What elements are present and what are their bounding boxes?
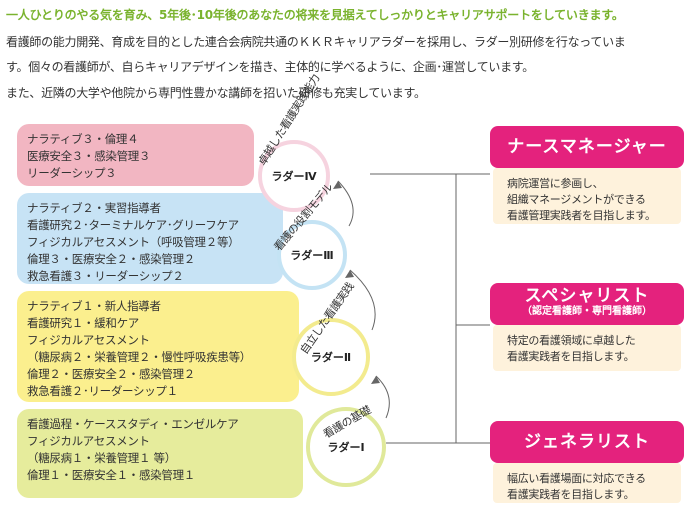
ladder3-item: 救急看護３・リーダーシップ２: [27, 269, 184, 283]
arrow-ladder2-to-3: [349, 269, 376, 331]
role-desc-line: 幅広い看護場面に対応できる: [507, 472, 646, 485]
ladder3-box: ナラティブ２・実習指導者 看護研究２･ターミナルケア･グリーフケア フィジカルア…: [17, 193, 283, 284]
role-specialist-desc: 特定の看護領域に卓越した 看護実践者を目指します。: [493, 325, 681, 371]
role-desc-line: 看護管理実践者を目指します。: [507, 209, 656, 222]
ladder2-item: （糖尿病２・栄養管理２・慢性呼吸疾患等）: [27, 350, 251, 364]
ladder1-item: （糖尿病１・栄養管理１ 等）: [27, 451, 176, 465]
ladder4-item: ナラティブ３・倫理４: [27, 132, 139, 146]
ladder3-item: ナラティブ２・実習指導者: [27, 201, 161, 215]
ladder2-item: ナラティブ１・新人指導者: [27, 299, 161, 313]
ladder2-item: 看護研究１・緩和ケア: [27, 316, 139, 330]
role-desc-line: 病院運営に参画し、: [507, 177, 604, 190]
role-manager-header: ナースマネージャー: [490, 126, 684, 168]
role-manager-desc: 病院運営に参画し、 組織マネージメントができる 看護管理実践者を目指します。: [493, 168, 681, 224]
arrowhead-2: [345, 270, 354, 278]
role-desc-line: 特定の看護領域に卓越した: [507, 334, 636, 347]
role-generalist-desc: 幅広い看護場面に対応できる 看護実践者を目指します。: [493, 463, 681, 503]
arrow-ladder3-to-4: [337, 180, 354, 227]
arrow-ladder1-to-2: [375, 375, 390, 419]
ladder1-box: 看護過程・ケーススタディ・エンゼルケア フィジカルアセスメント （糖尿病１・栄養…: [17, 409, 303, 498]
ladder3-badge: ラダーⅢ: [277, 220, 347, 290]
ladder1-badge: ラダーⅠ: [306, 407, 386, 487]
ladder4-badge: ラダーⅣ: [258, 140, 330, 212]
role-desc-line: 看護実践者を目指します。: [507, 350, 635, 363]
role-generalist-title: ジェネラリスト: [524, 432, 650, 452]
ladder2-item: 救急看護２･リーダーシップ１: [27, 384, 178, 398]
arrowhead-3: [333, 181, 342, 189]
ladder2-box: ナラティブ１・新人指導者 看護研究１・緩和ケア フィジカルアセスメント （糖尿病…: [17, 291, 299, 402]
role-desc-line: 看護実践者を目指します。: [507, 488, 635, 501]
role-specialist-header: スペシャリスト （認定看護師・専門看護師）: [490, 283, 684, 325]
arrowhead-1: [371, 376, 380, 384]
ladder2-label: ラダーⅡ: [310, 351, 352, 364]
role-desc-line: 組織マネージメントができる: [507, 193, 646, 206]
ladder2-badge: ラダーⅡ: [292, 318, 370, 396]
ladder4-label: ラダーⅣ: [271, 170, 317, 183]
ladder3-item: フィジカルアセスメント（呼吸管理２等）: [27, 235, 240, 249]
ladder2-item: 倫理２・医療安全２・感染管理２: [27, 367, 195, 381]
ladder1-item: 倫理１・医療安全１・感染管理１: [27, 468, 195, 482]
ladder3-label: ラダーⅢ: [290, 249, 334, 262]
intro-line-3: また、近隣の大学や他院から専門性豊かな講師を招いた研修も充実しています。: [6, 86, 426, 100]
role-manager-title: ナースマネージャー: [507, 137, 667, 157]
ladder2-item: フィジカルアセスメント: [27, 333, 150, 347]
role-specialist-subtitle: （認定看護師・専門看護師）: [522, 306, 652, 317]
intro-line-2: す。個々の看護師が、自らキャリアデザインを描き、主体的に学べるように、企画･運営…: [6, 60, 535, 74]
ladder1-item: フィジカルアセスメント: [27, 434, 150, 448]
ladder4-item: リーダーシップ３: [27, 166, 117, 180]
ladder3-item: 倫理３・医療安全２・感染管理２: [27, 252, 195, 266]
intro-lead: 一人ひとりのやる気を育み、5年後･10年後のあなたの将来を見据えてしっかりとキャ…: [6, 8, 624, 22]
ladder1-item: 看護過程・ケーススタディ・エンゼルケア: [27, 417, 239, 431]
role-specialist-title: スペシャリスト: [524, 286, 650, 306]
intro-line-1: 看護師の能力開発、育成を目的とした連合会病院共通のＫＫＲキャリアラダーを採用し、…: [6, 35, 626, 49]
ladder4-box: ナラティブ３・倫理４ 医療安全３・感染管理３ リーダーシップ３: [17, 124, 254, 186]
ladder1-label: ラダーⅠ: [327, 441, 365, 454]
ladder3-item: 看護研究２･ターミナルケア･グリーフケア: [27, 218, 239, 232]
ladder4-item: 医療安全３・感染管理３: [27, 149, 151, 163]
role-generalist-header: ジェネラリスト: [490, 421, 684, 463]
